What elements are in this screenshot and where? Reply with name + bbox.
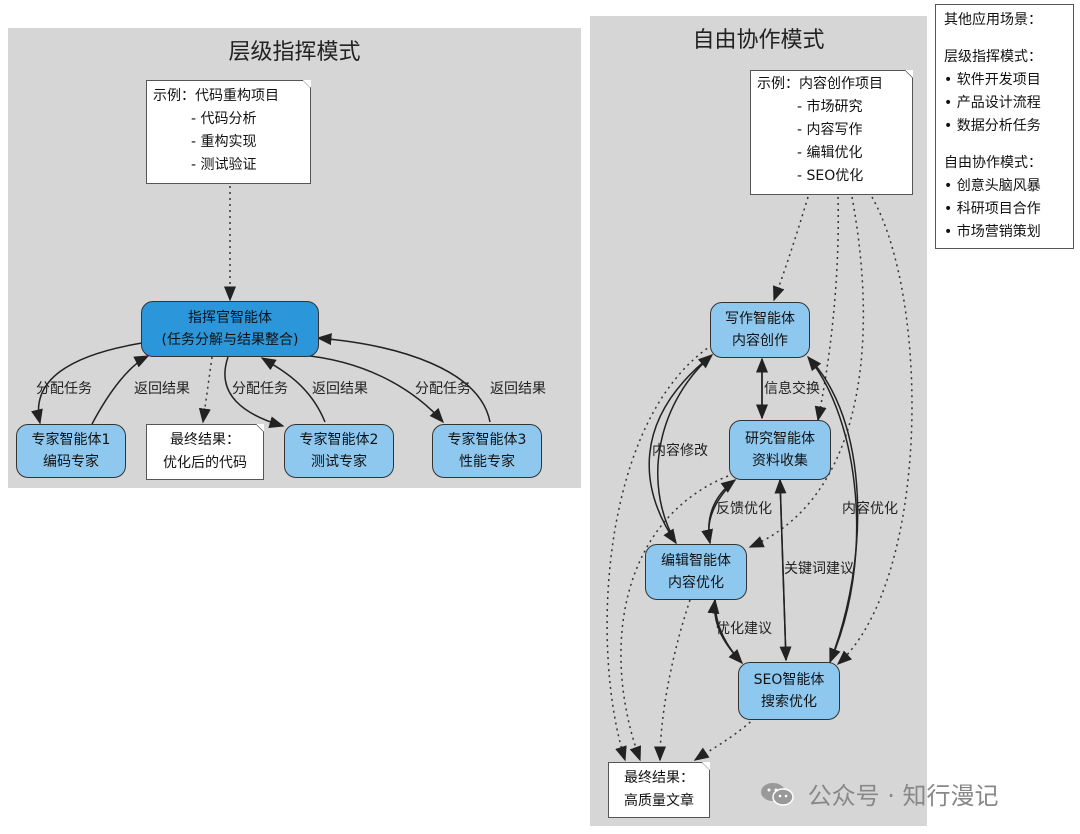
expert2-node[interactable]: 专家智能体2 测试专家 bbox=[284, 424, 394, 478]
expert2-line2: 测试专家 bbox=[311, 454, 367, 470]
edge-label-content-opt: 内容优化 bbox=[842, 501, 898, 517]
edge-label-return-1: 返回结果 bbox=[134, 381, 190, 397]
right-example-item: - 市场研究 bbox=[797, 99, 863, 115]
left-example-head: 示例：代码重构项目 bbox=[153, 88, 279, 104]
right-example-item: - 编辑优化 bbox=[797, 145, 863, 161]
left-example-item: - 测试验证 bbox=[191, 157, 257, 173]
expert3-line1: 专家智能体3 bbox=[447, 432, 527, 448]
left-example-item: - 代码分析 bbox=[191, 111, 257, 127]
editor-line1: 编辑智能体 bbox=[661, 553, 731, 569]
writer-agent-node[interactable]: 写作智能体 内容创作 bbox=[710, 302, 810, 358]
edge-label-assign-3: 分配任务 bbox=[415, 381, 471, 397]
edge-label-return-3: 返回结果 bbox=[490, 381, 546, 397]
commander-line1: 指挥官智能体 bbox=[188, 310, 272, 326]
edge-label-opt-suggest: 优化建议 bbox=[716, 621, 772, 637]
free-collab-title: 自由协作模式 bbox=[692, 28, 825, 53]
seo-agent-node[interactable]: SEO智能体 搜索优化 bbox=[738, 662, 840, 720]
commander-line2: (任务分解与结果整合) bbox=[161, 332, 299, 348]
side-hier-item: • 产品设计流程 bbox=[944, 95, 1041, 111]
side-free-item: • 科研项目合作 bbox=[944, 201, 1041, 217]
right-example-item: - SEO优化 bbox=[797, 168, 864, 184]
expert3-node[interactable]: 专家智能体3 性能专家 bbox=[432, 424, 542, 478]
left-result-line2: 优化后的代码 bbox=[163, 455, 247, 471]
research-line2: 资料收集 bbox=[752, 453, 808, 469]
expert1-line1: 专家智能体1 bbox=[31, 432, 111, 448]
expert3-line2: 性能专家 bbox=[459, 454, 515, 470]
left-result-note: 最终结果： 优化后的代码 bbox=[146, 424, 264, 480]
edge-label-assign-2: 分配任务 bbox=[232, 381, 288, 397]
right-example-note: 示例：内容创作项目 - 市场研究 - 内容写作 - 编辑优化 - SEO优化 bbox=[750, 70, 913, 195]
side-hier-item: • 软件开发项目 bbox=[944, 72, 1041, 88]
side-hier-title: 层级指挥模式： bbox=[944, 49, 1042, 65]
left-result-line1: 最终结果： bbox=[170, 432, 240, 448]
expert2-line1: 专家智能体2 bbox=[299, 432, 379, 448]
expert1-node[interactable]: 专家智能体1 编码专家 bbox=[16, 424, 126, 478]
side-free-item: • 创意头脑风暴 bbox=[944, 178, 1041, 194]
edge-label-content-edit: 内容修改 bbox=[652, 443, 708, 459]
edge-label-feedback: 反馈优化 bbox=[716, 501, 772, 517]
editor-line2: 内容优化 bbox=[668, 575, 724, 591]
side-title: 其他应用场景： bbox=[944, 12, 1042, 28]
edge-label-keyword: 关键词建议 bbox=[784, 561, 854, 577]
expert1-line2: 编码专家 bbox=[43, 454, 99, 470]
right-result-note: 最终结果： 高质量文章 bbox=[608, 762, 710, 818]
writer-line2: 内容创作 bbox=[732, 333, 788, 349]
right-result-line2: 高质量文章 bbox=[624, 793, 694, 809]
other-scenarios-note: 其他应用场景： 层级指挥模式： • 软件开发项目 • 产品设计流程 • 数据分析… bbox=[935, 4, 1074, 249]
hierarchical-title: 层级指挥模式 bbox=[228, 40, 361, 65]
side-hier-item: • 数据分析任务 bbox=[944, 118, 1041, 134]
edge-label-info-exchange: 信息交换 bbox=[764, 381, 820, 397]
right-example-item: - 内容写作 bbox=[797, 122, 863, 138]
left-example-note: 示例：代码重构项目 - 代码分析 - 重构实现 - 测试验证 bbox=[146, 80, 311, 184]
seo-line2: 搜索优化 bbox=[761, 694, 817, 710]
edge-label-assign-1: 分配任务 bbox=[36, 381, 92, 397]
left-example-item: - 重构实现 bbox=[191, 134, 257, 150]
editor-agent-node[interactable]: 编辑智能体 内容优化 bbox=[645, 544, 747, 600]
research-line1: 研究智能体 bbox=[745, 431, 815, 447]
research-agent-node[interactable]: 研究智能体 资料收集 bbox=[729, 420, 831, 480]
watermark-text: 公众号 · 知行漫记 bbox=[807, 782, 999, 810]
seo-line1: SEO智能体 bbox=[753, 672, 825, 688]
side-free-title: 自由协作模式： bbox=[944, 155, 1042, 171]
writer-line1: 写作智能体 bbox=[725, 311, 795, 327]
watermark: 公众号 · 知行漫记 bbox=[760, 776, 999, 811]
wechat-icon bbox=[760, 781, 794, 807]
right-result-line1: 最终结果： bbox=[624, 770, 694, 786]
edge-label-return-2: 返回结果 bbox=[312, 381, 368, 397]
commander-agent-node[interactable]: 指挥官智能体 (任务分解与结果整合) bbox=[141, 301, 319, 357]
right-example-head: 示例：内容创作项目 bbox=[757, 76, 883, 92]
side-free-item: • 市场营销策划 bbox=[944, 224, 1041, 240]
